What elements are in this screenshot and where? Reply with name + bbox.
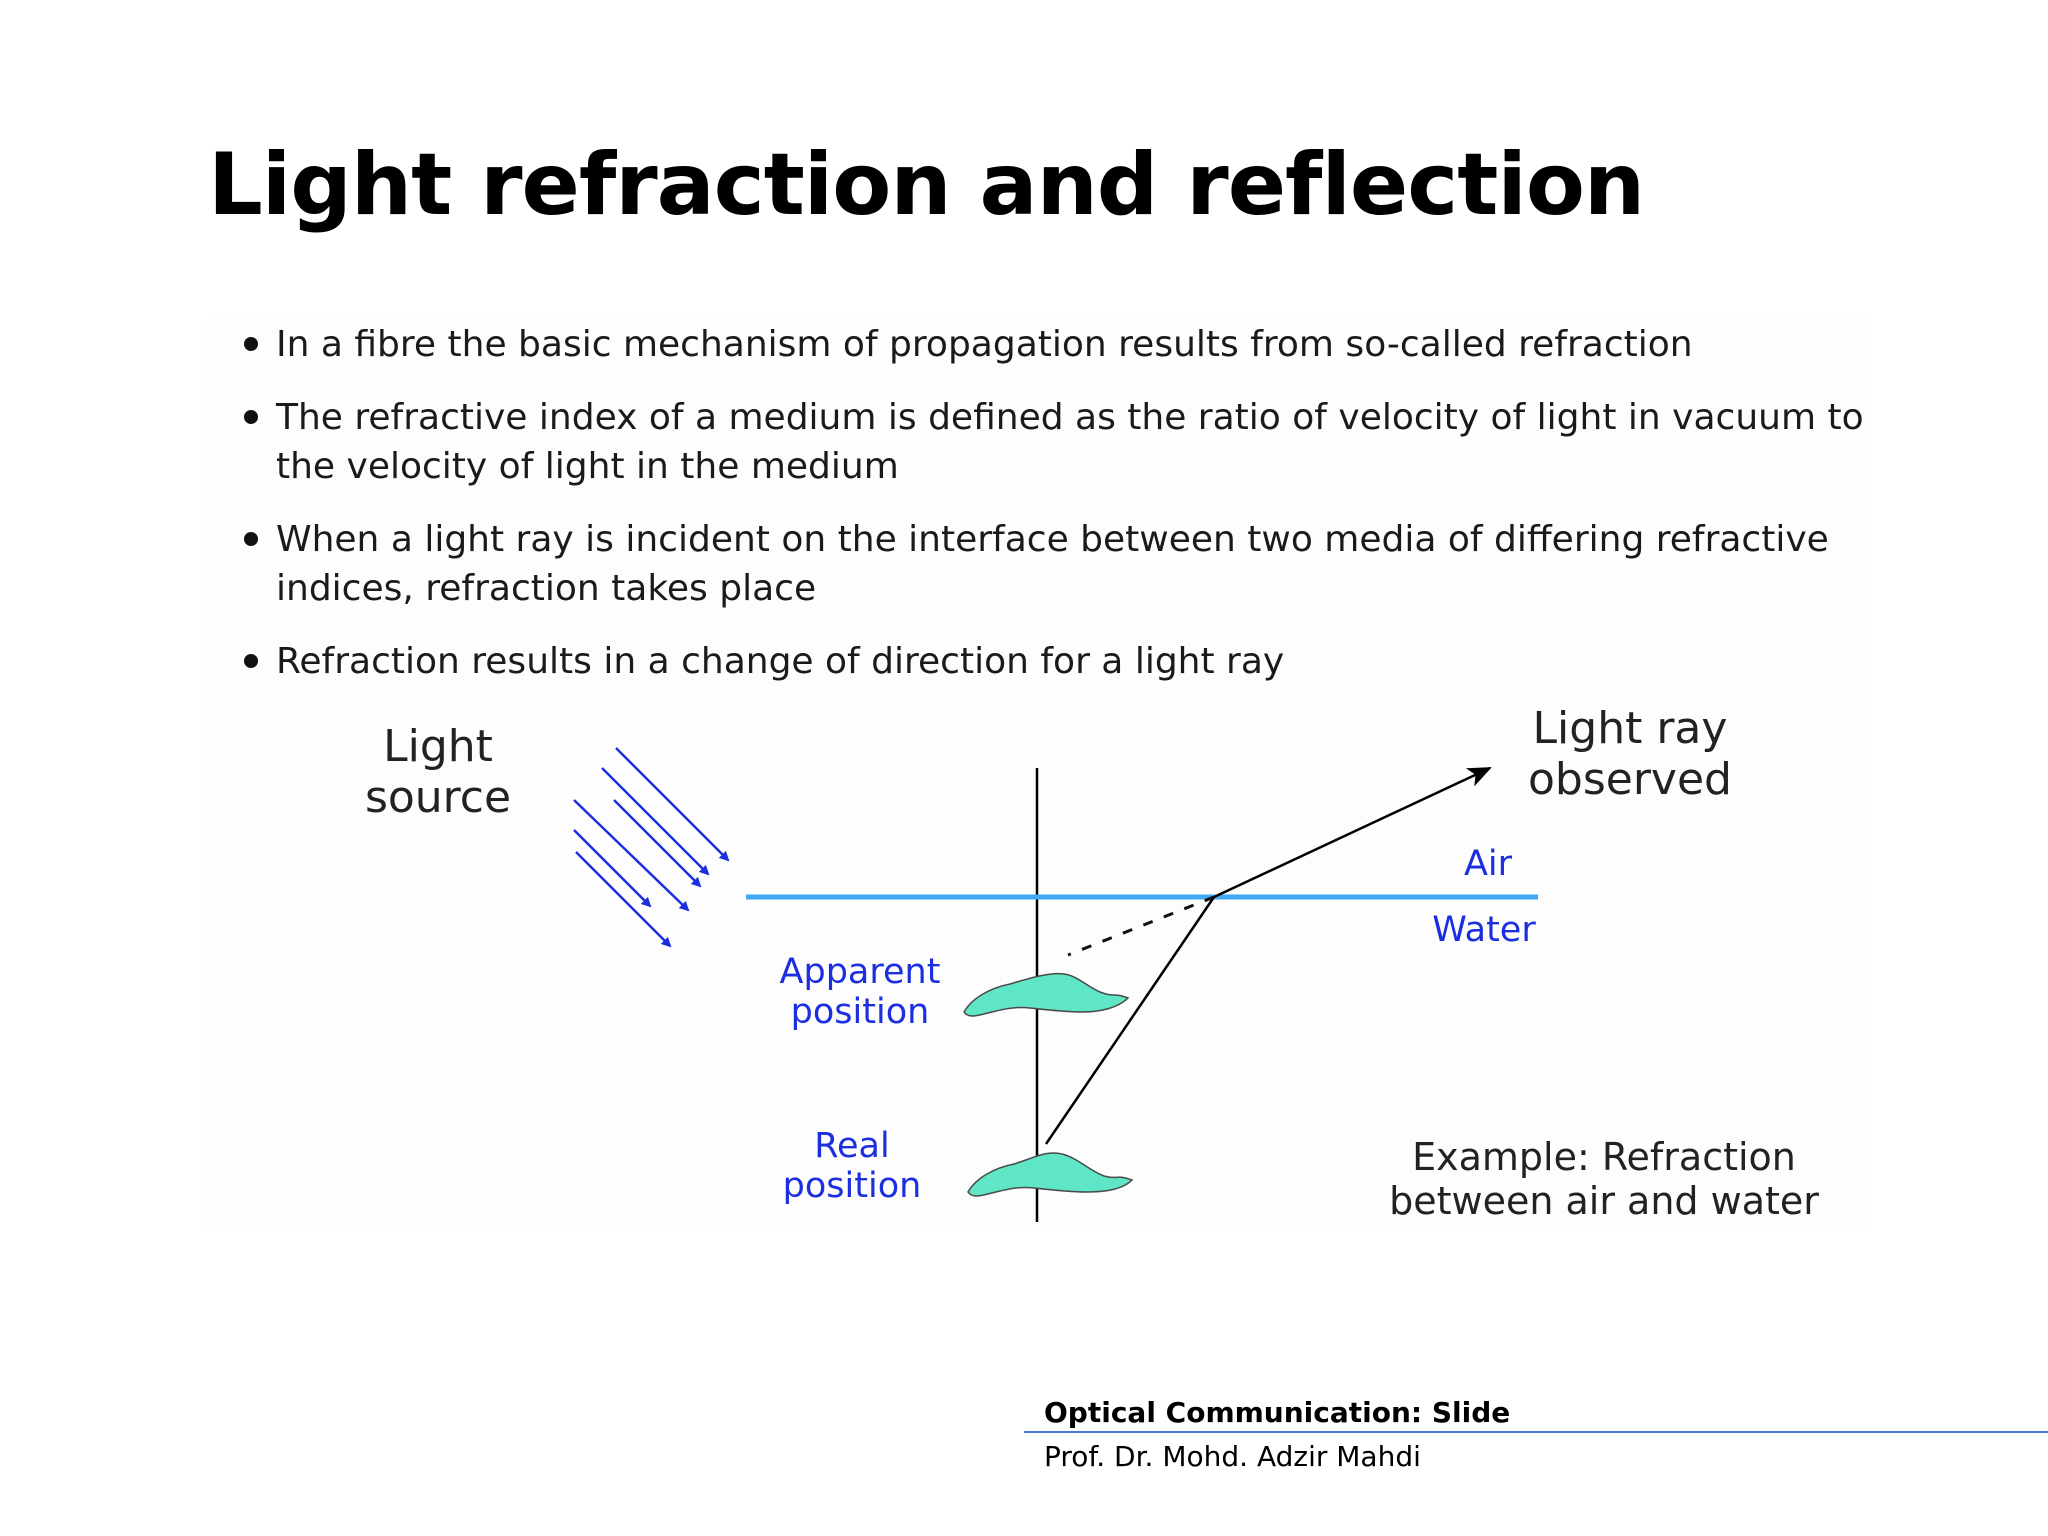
bullet-list: In a fibre the basic mechanism of propag… bbox=[244, 320, 1864, 710]
bullet-text: In a fibre the basic mechanism of propag… bbox=[276, 324, 1693, 365]
light-ray-line2: observed bbox=[1528, 753, 1732, 805]
light-source-rays bbox=[573, 747, 730, 948]
real-line1: Real bbox=[814, 1126, 890, 1166]
apparent-position-label: Apparent position bbox=[770, 952, 950, 1033]
apparent-line2: position bbox=[790, 992, 930, 1033]
observed-ray-air bbox=[1213, 766, 1492, 899]
example-line2: between air and water bbox=[1389, 1178, 1819, 1223]
real-position-label: Real position bbox=[762, 1126, 942, 1207]
figure-panel bbox=[206, 318, 1872, 1230]
source-ray bbox=[573, 799, 690, 912]
water-label: Water bbox=[1432, 910, 1536, 950]
real-line2: position bbox=[782, 1166, 922, 1207]
slide-title: Light refraction and reflection bbox=[208, 135, 1645, 235]
bullet-dot bbox=[244, 410, 258, 424]
example-line1: Example: Refraction bbox=[1412, 1135, 1796, 1179]
footer-course-title: Optical Communication: Slide bbox=[1044, 1396, 1511, 1429]
bullet-item: When a light ray is incident on the inte… bbox=[244, 515, 1864, 613]
bullet-item: Refraction results in a change of direct… bbox=[244, 637, 1864, 686]
light-ray-line1: Light ray bbox=[1532, 703, 1728, 754]
bullet-dot bbox=[244, 337, 258, 351]
refracted-ray-water bbox=[1044, 896, 1216, 1145]
real-fish-icon bbox=[967, 1152, 1134, 1197]
example-caption: Example: Refraction between air and wate… bbox=[1384, 1135, 1824, 1223]
source-ray bbox=[575, 851, 672, 948]
source-ray bbox=[613, 799, 702, 888]
footer-divider bbox=[1024, 1431, 2048, 1433]
air-label: Air bbox=[1463, 844, 1513, 884]
apparent-sight-line bbox=[1067, 895, 1215, 957]
source-ray bbox=[601, 767, 710, 876]
apparent-fish-icon bbox=[963, 972, 1130, 1017]
bullet-dot bbox=[244, 532, 258, 546]
source-ray bbox=[573, 829, 652, 908]
source-ray bbox=[615, 747, 730, 862]
bullet-dot bbox=[244, 654, 258, 668]
footer-author: Prof. Dr. Mohd. Adzir Mahdi bbox=[1044, 1440, 1421, 1473]
bullet-text: When a light ray is incident on the inte… bbox=[276, 519, 1829, 609]
bullet-text: Refraction results in a change of direct… bbox=[276, 641, 1285, 682]
bullet-item: In a fibre the basic mechanism of propag… bbox=[244, 320, 1864, 369]
bullet-item: The refractive index of a medium is defi… bbox=[244, 393, 1864, 491]
light-ray-observed-label: Light ray observed bbox=[1520, 703, 1740, 805]
light-source-line2: source bbox=[364, 771, 512, 823]
bullet-text: The refractive index of a medium is defi… bbox=[276, 397, 1864, 487]
light-source-line1: Light bbox=[383, 721, 493, 772]
light-source-label: Light source bbox=[350, 721, 526, 823]
apparent-line1: Apparent bbox=[779, 952, 941, 992]
